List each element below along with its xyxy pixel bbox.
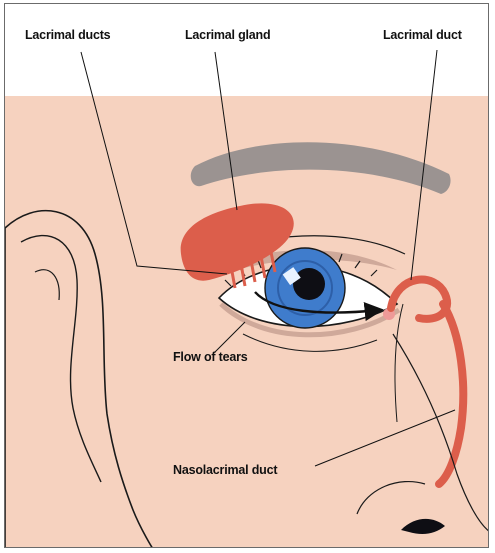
label-lacrimal-ducts: Lacrimal ducts bbox=[25, 28, 110, 42]
label-lacrimal-gland: Lacrimal gland bbox=[185, 28, 270, 42]
label-lacrimal-duct: Lacrimal duct bbox=[383, 28, 462, 42]
label-nasolacrimal-duct: Nasolacrimal duct bbox=[173, 463, 277, 477]
diagram-frame: Lacrimal ducts Lacrimal gland Lacrimal d… bbox=[4, 3, 489, 548]
pupil bbox=[293, 268, 325, 300]
label-flow-of-tears: Flow of tears bbox=[173, 350, 248, 364]
